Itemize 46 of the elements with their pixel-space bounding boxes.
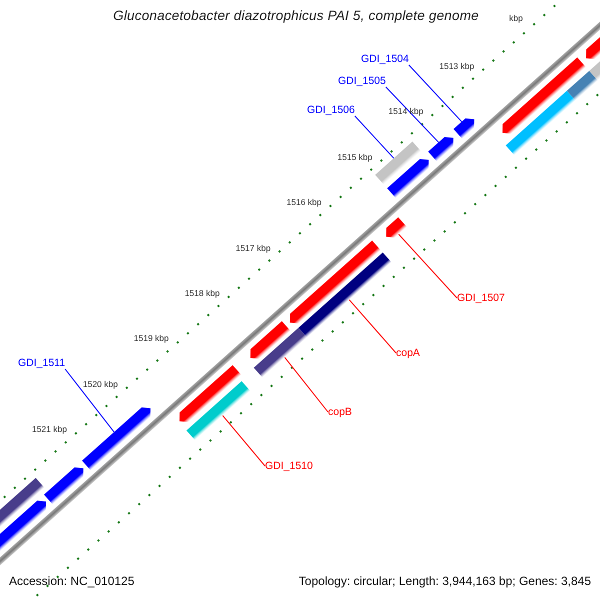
- scale-label: 1521 kbp: [32, 424, 67, 434]
- diagram-title: Gluconacetobacter diazotrophicus PAI 5, complete genome: [112, 8, 480, 23]
- gene-feature: [454, 118, 474, 139]
- gene-label: copA: [396, 347, 420, 359]
- gene-feature: [428, 137, 454, 162]
- gene-label: GDI_1510: [265, 460, 313, 472]
- scale-label: kbp: [509, 13, 523, 23]
- gene-label: GDI_1511: [18, 357, 66, 369]
- scale-label: 1513 kbp: [439, 60, 474, 71]
- footer-text: Topology: circular; Length: 3,944,163 bp; Genes: 3,845: [298, 574, 591, 588]
- gene-bar: [506, 90, 576, 156]
- scale-label: 1516 kbp: [286, 197, 322, 208]
- gene-label: copB: [328, 406, 352, 418]
- leader-line: [222, 415, 266, 466]
- scale-label: 1514 kbp: [388, 106, 424, 116]
- scale-label: 1520 kbp: [82, 378, 118, 389]
- gene-feature: [290, 240, 381, 324]
- leader-line: [354, 116, 394, 159]
- leader-line: [398, 234, 458, 298]
- leader-line: [284, 356, 328, 412]
- gene-label: GDI_1506: [307, 104, 355, 116]
- gene-bar: [186, 381, 250, 440]
- leader-line: [64, 368, 115, 433]
- gene-bar: [375, 142, 422, 185]
- gene-feature: [387, 158, 429, 198]
- gene-feature: [44, 467, 84, 504]
- leader-line: [348, 299, 396, 354]
- leader-line: [408, 64, 462, 122]
- gene-feature: [82, 407, 150, 470]
- gene-feature: [250, 321, 290, 359]
- gene-bar: [298, 252, 392, 338]
- gene-bar: [254, 328, 308, 378]
- gene-label: GDI_1504: [361, 53, 409, 65]
- gene-bar: [566, 70, 598, 100]
- gene-feature: [180, 365, 242, 422]
- gene-feature: [0, 500, 46, 552]
- leader-line: [385, 86, 440, 143]
- gene-feature: [386, 217, 407, 238]
- scale-label: 1515 kbp: [337, 152, 372, 162]
- scale-label: 1517 kbp: [236, 242, 271, 253]
- scale-label: 1519 kbp: [134, 333, 169, 344]
- scale-label: 1518 kbp: [184, 288, 220, 298]
- gene-feature: [502, 57, 586, 134]
- footer-text: Accession: NC_010125: [9, 574, 134, 588]
- gene-label: GDI_1505: [338, 75, 386, 87]
- gene-label: GDI_1507: [457, 292, 505, 304]
